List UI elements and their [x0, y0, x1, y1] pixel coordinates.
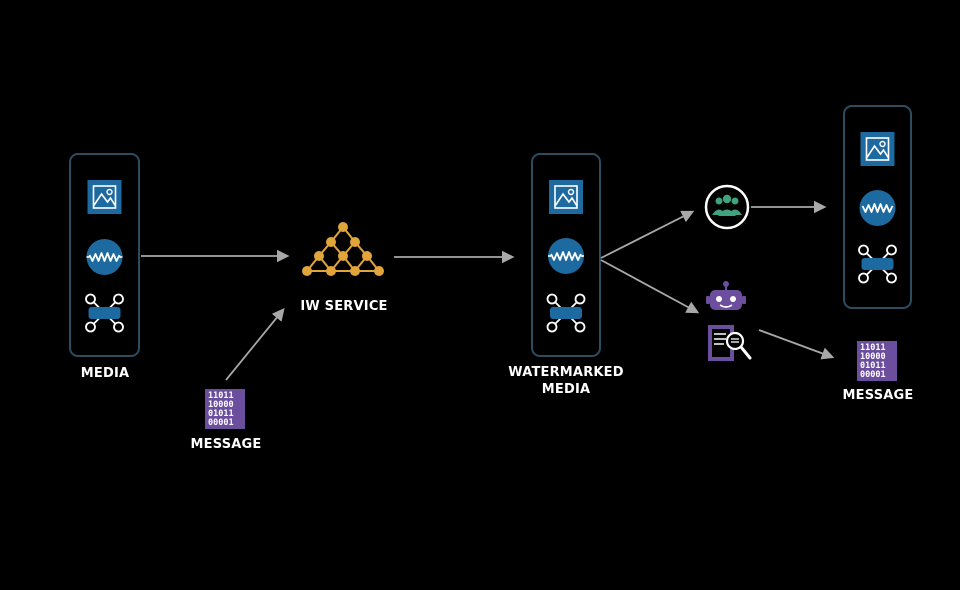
message-output-label: MESSAGE	[842, 388, 914, 403]
image-icon	[548, 179, 584, 215]
message-bits-row-1: 11011	[208, 391, 234, 401]
binary-message-icon: 11011 10000 01011 00001	[205, 389, 245, 429]
robot-icon	[706, 281, 746, 310]
image-icon	[859, 131, 896, 167]
message-bits-row-4: 00001	[860, 370, 886, 380]
watermarked-label-line-2: MEDIA	[541, 382, 591, 397]
neural-network-icon	[302, 222, 384, 276]
arrow-to-people	[600, 210, 695, 259]
media-panel	[69, 153, 140, 357]
message-bits-row-4: 00001	[208, 418, 234, 428]
message-bits-row-3: 01011	[208, 409, 234, 419]
watermarked-label-line-1: WATERMARKED	[508, 365, 624, 380]
arrow-message-to-service	[225, 308, 285, 381]
arrow-to-detector	[600, 259, 700, 314]
message-bits-row-1: 11011	[860, 343, 886, 353]
people-icon	[704, 184, 750, 230]
document-search-icon	[708, 325, 752, 361]
media-label: MEDIA	[80, 366, 130, 381]
audio-wave-icon	[859, 190, 896, 226]
message-bits-row-2: 10000	[208, 400, 234, 410]
message-input-label: MESSAGE	[190, 437, 262, 452]
audio-wave-icon	[85, 238, 124, 276]
watermarked-media-label: WATERMARKED MEDIA	[500, 364, 632, 398]
watermarked-media-panel	[531, 153, 601, 357]
arrow-detector-to-message	[758, 329, 835, 360]
output-media-panel	[843, 105, 912, 309]
audio-wave-icon	[547, 237, 585, 275]
message-bits-row-3: 01011	[860, 361, 886, 371]
message-bits-row-2: 10000	[860, 352, 886, 362]
binary-message-icon: 11011 10000 01011 00001	[857, 341, 897, 381]
image-icon	[86, 179, 123, 215]
iw-service-label: IW SERVICE	[300, 299, 388, 314]
